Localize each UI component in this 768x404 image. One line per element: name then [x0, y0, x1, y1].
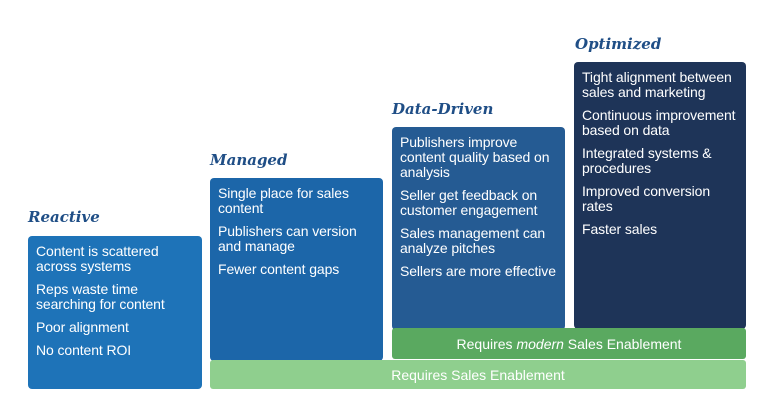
list-item: Publishers improve content quality based… — [400, 134, 550, 180]
stage-box-managed: Single place for sales content Publisher… — [210, 178, 383, 361]
list-item: Integrated systems & procedures — [582, 145, 712, 176]
list-item: No content ROI — [36, 342, 132, 358]
stage-box-optimized: Tight alignment between sales and market… — [574, 62, 746, 329]
band-emphasis: modern — [516, 335, 564, 352]
stage-title-reactive: Reactive — [28, 208, 100, 226]
stage-title-optimized: Optimized — [575, 35, 662, 53]
stage-box-reactive: Content is scattered across systems Reps… — [28, 236, 202, 389]
list-item: Sales management can analyze pitches — [400, 225, 546, 256]
sales-enablement-band: Requires Sales Enablement — [210, 360, 746, 389]
list-item: Tight alignment between sales and market… — [582, 69, 732, 100]
list-item: Continuous improvement based on data — [582, 107, 736, 138]
band-suffix: Sales Enablement — [563, 335, 682, 352]
list-item: Fewer content gaps — [218, 261, 340, 277]
list-item: Publishers can version and manage — [218, 223, 357, 254]
list-item: Poor alignment — [36, 319, 129, 335]
stage-title-data-driven: Data-Driven — [392, 100, 494, 118]
stage-box-data-driven: Publishers improve content quality based… — [392, 127, 565, 330]
stage-title-managed: Managed — [210, 151, 288, 169]
list-item: Seller get feedback on customer engageme… — [400, 187, 538, 218]
list-item: Single place for sales content — [218, 185, 349, 216]
list-item: Improved conversion rates — [582, 183, 711, 214]
band-prefix: Requires — [456, 335, 517, 352]
list-item: Sellers are more effective — [400, 263, 556, 279]
list-item: Faster sales — [582, 221, 658, 237]
list-item: Content is scattered across systems — [36, 243, 159, 274]
modern-sales-enablement-band: Requires modern Sales Enablement — [392, 328, 746, 359]
list-item: Reps waste time searching for content — [36, 281, 165, 312]
